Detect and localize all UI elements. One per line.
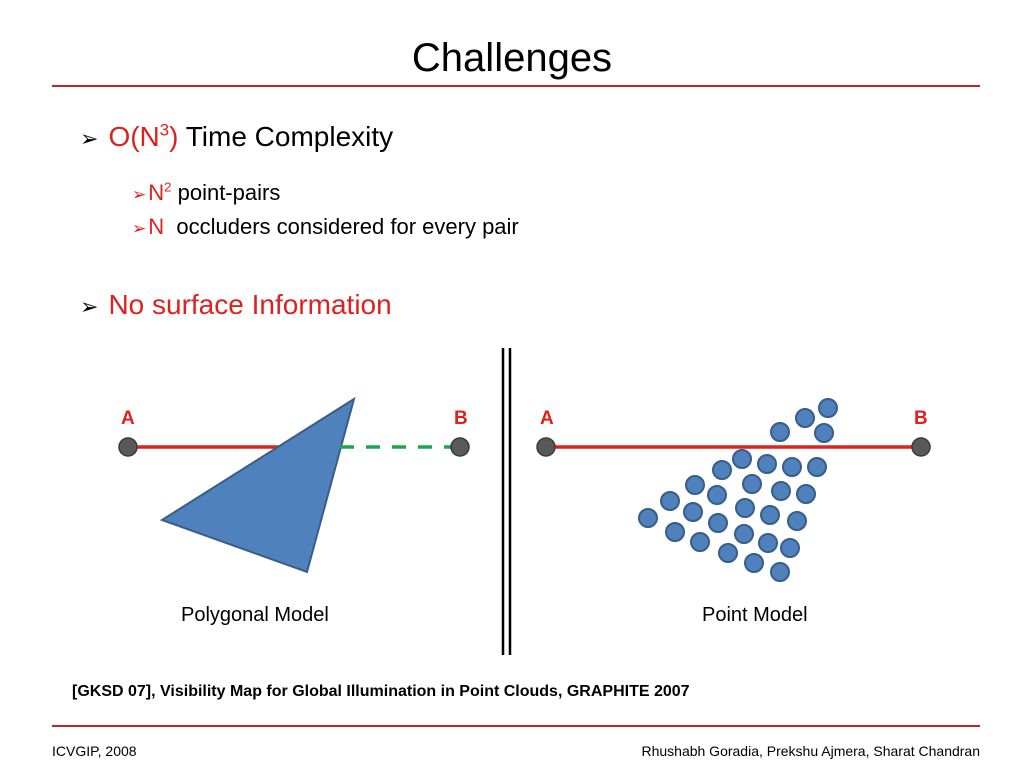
- point-sample: [787, 511, 807, 531]
- no-surface-text: No surface Information: [108, 289, 392, 320]
- citation: [GKSD 07], Visibility Map for Global Ill…: [72, 683, 690, 700]
- subbullet-point-pairs: ➢N2 point-pairs: [132, 180, 280, 206]
- complexity-text: Time Complexity: [178, 121, 394, 152]
- complexity-suffix: ): [169, 121, 179, 152]
- point-sample: [732, 449, 752, 469]
- subbullet-exponent: 2: [164, 179, 172, 195]
- bullet-no-surface: ➢ No surface Information: [80, 289, 392, 321]
- point-sample: [734, 524, 754, 544]
- subbullet-n: N: [148, 180, 165, 205]
- footer-divider: [52, 725, 980, 727]
- point-sample: [665, 522, 685, 542]
- point-sample: [742, 474, 762, 494]
- label-b: B: [914, 408, 928, 429]
- endpoint-b: [911, 437, 931, 457]
- arrow-bullet-icon: ➢: [132, 219, 147, 239]
- bullet-time-complexity: ➢ O(N3) Time Complexity: [80, 121, 393, 153]
- point-sample: [770, 422, 790, 442]
- point-sample: [818, 398, 838, 418]
- endpoint-a: [118, 437, 138, 457]
- point-sample: [757, 454, 777, 474]
- point-sample: [735, 498, 755, 518]
- point-sample: [780, 538, 800, 558]
- slide-title: Challenges: [411, 36, 613, 80]
- point-sample: [685, 475, 705, 495]
- point-sample: [718, 543, 738, 563]
- point-sample: [760, 505, 780, 525]
- footer-venue: ICVGIP, 2008: [52, 743, 137, 759]
- label-a: A: [121, 408, 135, 429]
- subbullet-occluders: ➢N occluders considered for every pair: [132, 214, 519, 240]
- point-model-caption: Point Model: [702, 604, 808, 626]
- arrow-bullet-icon: ➢: [80, 127, 99, 152]
- endpoint-a: [536, 437, 556, 457]
- polygon-occluder: [159, 396, 356, 574]
- title-divider: [52, 85, 980, 87]
- point-sample: [712, 460, 732, 480]
- label-a: A: [540, 408, 554, 429]
- point-sample: [770, 562, 790, 582]
- subbullet-text: point-pairs: [171, 180, 281, 205]
- point-sample: [782, 457, 802, 477]
- label-b: B: [454, 408, 468, 429]
- point-sample: [707, 485, 727, 505]
- subbullet-n: N: [148, 214, 165, 239]
- point-sample: [796, 484, 816, 504]
- point-sample: [771, 481, 791, 501]
- complexity-exponent: 3: [159, 120, 170, 140]
- point-sample: [758, 533, 778, 553]
- point-sample: [795, 408, 815, 428]
- point-sample: [683, 502, 703, 522]
- point-sample: [690, 532, 710, 552]
- arrow-bullet-icon: ➢: [80, 295, 99, 320]
- point-sample: [807, 457, 827, 477]
- polygonal-model-caption: Polygonal Model: [181, 604, 329, 626]
- point-sample: [708, 513, 728, 533]
- endpoint-b: [450, 437, 470, 457]
- subbullet-text: occluders considered for every pair: [164, 214, 519, 239]
- point-sample: [814, 423, 834, 443]
- complexity-prefix: O(N: [108, 121, 160, 152]
- point-sample: [638, 508, 658, 528]
- arrow-bullet-icon: ➢: [132, 185, 147, 205]
- point-cloud: [638, 398, 838, 582]
- point-sample: [660, 491, 680, 511]
- point-sample: [744, 553, 764, 573]
- footer-authors: Rhushabh Goradia, Prekshu Ajmera, Sharat…: [641, 743, 980, 759]
